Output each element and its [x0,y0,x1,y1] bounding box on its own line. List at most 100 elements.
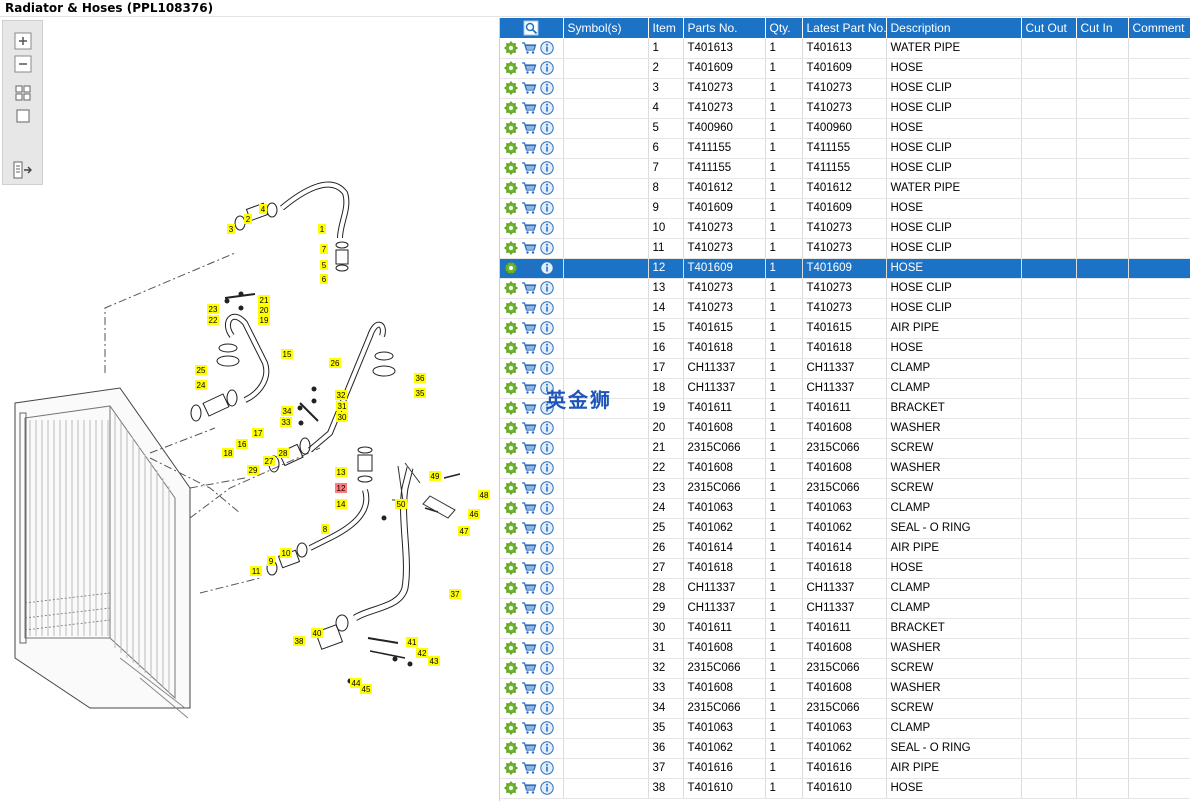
cart-icon[interactable] [521,601,537,615]
info-icon[interactable] [540,361,554,375]
cart-icon[interactable] [521,561,537,575]
callout-20[interactable]: 20 [258,305,270,315]
cart-icon[interactable] [521,141,537,155]
toggle-panel-button[interactable] [12,159,34,181]
gear-icon[interactable] [504,221,518,235]
info-icon[interactable] [540,61,554,75]
gear-icon[interactable] [504,101,518,115]
column-header-parts-no[interactable]: Parts No. [683,18,766,38]
callout-29[interactable]: 29 [247,465,259,475]
gear-icon[interactable] [504,41,518,55]
gear-icon[interactable] [504,321,518,335]
callout-32[interactable]: 32 [335,390,347,400]
info-icon[interactable] [540,161,554,175]
fit-page-button[interactable] [12,105,34,127]
info-icon[interactable] [540,721,554,735]
column-header-cut-out[interactable]: Cut Out [1021,18,1077,38]
gear-icon[interactable] [504,361,518,375]
column-header-item[interactable]: Item [648,18,684,38]
gear-icon[interactable] [504,481,518,495]
cart-icon[interactable] [521,81,537,95]
gear-icon[interactable] [504,201,518,215]
cart-icon[interactable] [521,761,537,775]
callout-34[interactable]: 34 [281,406,293,416]
callout-41[interactable]: 41 [406,637,418,647]
gear-icon[interactable] [504,141,518,155]
callout-25[interactable]: 25 [195,365,207,375]
callout-2[interactable]: 2 [244,214,252,224]
info-icon[interactable] [540,681,554,695]
cart-icon[interactable] [521,381,537,395]
callout-35[interactable]: 35 [414,388,426,398]
cart-icon[interactable] [521,701,537,715]
gear-icon[interactable] [504,441,518,455]
info-icon[interactable] [540,701,554,715]
callout-38[interactable]: 38 [293,636,305,646]
column-header-comment[interactable]: Comment [1128,18,1190,38]
cart-icon[interactable] [521,621,537,635]
fit-all-button[interactable] [12,82,34,104]
info-icon[interactable] [540,41,554,55]
gear-icon[interactable] [504,681,518,695]
gear-icon[interactable] [504,61,518,75]
gear-icon[interactable] [504,621,518,635]
callout-26[interactable]: 26 [329,358,341,368]
gear-icon[interactable] [504,461,518,475]
callout-4[interactable]: 4 [259,204,267,214]
info-icon[interactable] [540,661,554,675]
zoom-out-button[interactable] [12,53,34,75]
callout-43[interactable]: 43 [428,656,440,666]
zoom-in-button[interactable] [12,30,34,52]
callout-33[interactable]: 33 [280,417,292,427]
callout-18[interactable]: 18 [222,448,234,458]
column-header-latest-part-no[interactable]: Latest Part No. [802,18,887,38]
callout-8[interactable]: 8 [321,524,329,534]
info-icon[interactable] [540,641,554,655]
info-icon[interactable] [540,321,554,335]
info-icon[interactable] [540,381,554,395]
callout-24[interactable]: 24 [195,380,207,390]
info-icon[interactable] [540,121,554,135]
callout-12[interactable]: 12 [335,483,347,493]
gear-icon[interactable] [504,661,518,675]
gear-icon[interactable] [504,81,518,95]
cart-icon[interactable] [521,241,537,255]
cart-icon[interactable] [521,161,537,175]
gear-icon[interactable] [504,161,518,175]
callout-45[interactable]: 45 [360,684,372,694]
cart-icon[interactable] [521,281,537,295]
gear-icon[interactable] [504,281,518,295]
gear-icon[interactable] [504,301,518,315]
column-header-cut-in[interactable]: Cut In [1076,18,1129,38]
info-icon[interactable] [540,101,554,115]
info-icon[interactable] [540,301,554,315]
cart-icon[interactable] [521,121,537,135]
cart-icon[interactable] [521,321,537,335]
cart-icon[interactable] [521,681,537,695]
callout-31[interactable]: 31 [336,401,348,411]
info-icon[interactable] [540,441,554,455]
gear-icon[interactable] [504,241,518,255]
cart-icon[interactable] [521,741,537,755]
info-icon[interactable] [540,761,554,775]
callout-3[interactable]: 3 [227,224,235,234]
cart-icon[interactable] [521,541,537,555]
gear-icon[interactable] [504,501,518,515]
callout-19[interactable]: 19 [258,315,270,325]
callout-23[interactable]: 23 [207,304,219,314]
gear-icon[interactable] [504,421,518,435]
callout-28[interactable]: 28 [277,448,289,458]
info-icon[interactable] [540,81,554,95]
